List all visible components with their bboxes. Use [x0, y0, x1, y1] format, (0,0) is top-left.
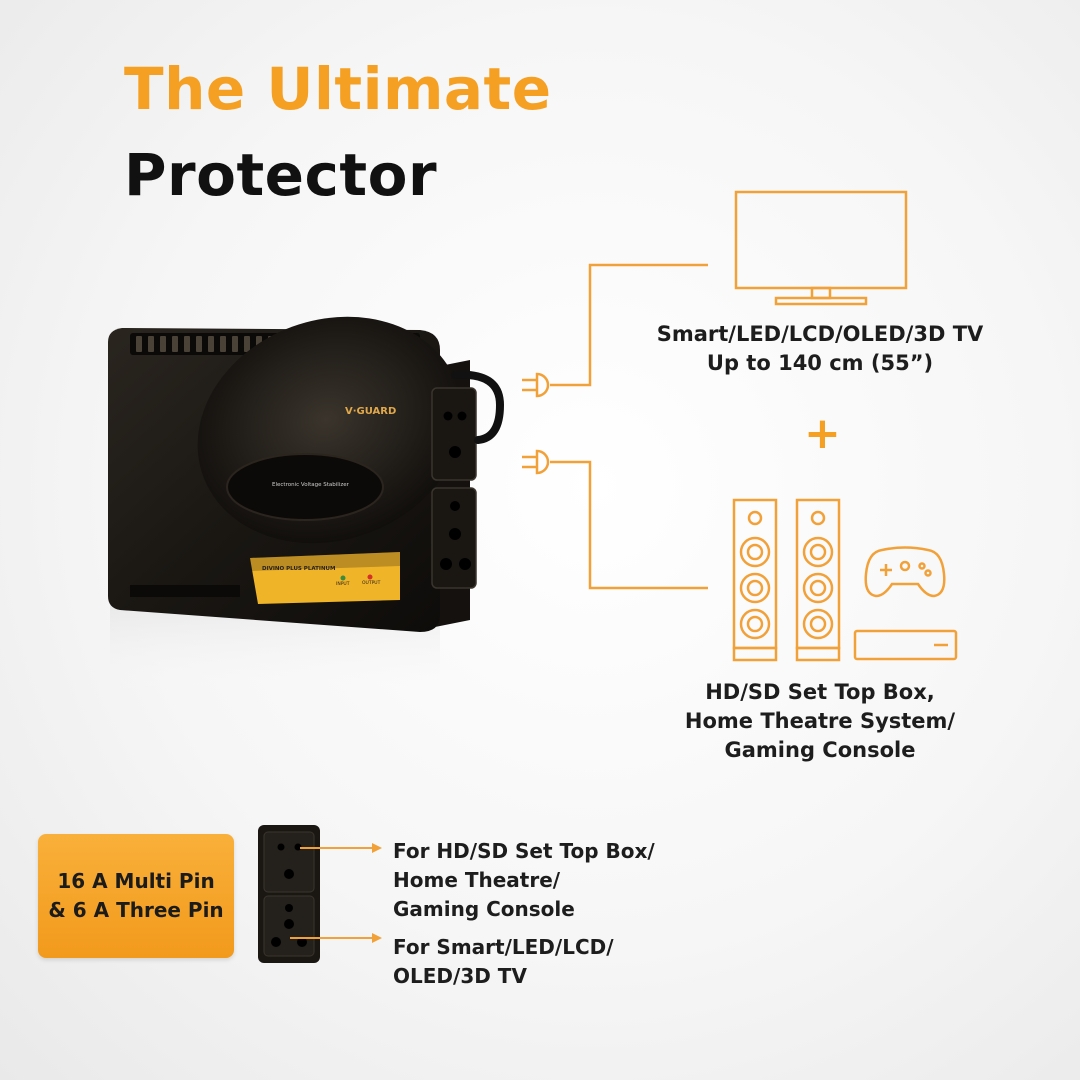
legend-arrow-bottom [290, 933, 382, 943]
tv-caption-line-2: Up to 140 cm (55”) [706, 351, 934, 375]
vent-slot [220, 336, 226, 352]
vent-slot [184, 336, 190, 352]
side-socket-top [431, 387, 477, 481]
connector-lines [550, 263, 708, 590]
legend-bottom-line-1: For Smart/LED/LCD/ [393, 935, 614, 959]
badge-line-1: 16 A Multi Pin [57, 869, 215, 893]
legend-arrow-top [300, 843, 382, 853]
badge-line-2: & 6 A Three Pin [48, 898, 224, 922]
av-caption-line-3: Gaming Console [724, 738, 916, 762]
socket-icon [258, 825, 320, 963]
tv-caption: Smart/LED/LCD/OLED/3D TV Up to 140 cm (5… [640, 320, 1000, 378]
plus-icon: + [804, 408, 841, 459]
legend-top-line-2: Home Theatre/ [393, 868, 561, 892]
vent-slot [160, 336, 166, 352]
legend-top-line-1: For HD/SD Set Top Box/ [393, 839, 655, 863]
vent-slot [208, 336, 214, 352]
av-caption-line-1: HD/SD Set Top Box, [705, 680, 935, 704]
speaker-icon [795, 498, 841, 662]
vent-slot [196, 336, 202, 352]
socket-rating-badge: 16 A Multi Pin & 6 A Three Pin [38, 834, 234, 958]
vent-slot [148, 336, 154, 352]
legend-bottom-line-2: OLED/3D TV [393, 964, 527, 988]
av-caption-line-2: Home Theatre System/ [684, 709, 956, 733]
vent-slot [172, 336, 178, 352]
tv-caption-line-1: Smart/LED/LCD/OLED/3D TV [656, 322, 984, 346]
indicator-output: OUTPUT [362, 580, 381, 586]
panel-text: Electronic Voltage Stabilizer [272, 482, 350, 488]
plug-icon [522, 372, 550, 398]
brand-logo: V·GUARD [345, 406, 396, 417]
plug-icon [522, 449, 550, 475]
legend-bottom: For Smart/LED/LCD/ OLED/3D TV [393, 933, 614, 991]
tv-icon [734, 190, 908, 306]
gamepad-icon [864, 546, 946, 598]
legend-top-line-3: Gaming Console [393, 897, 575, 921]
title-line-1: The Ultimate [124, 55, 552, 123]
legend-top: For HD/SD Set Top Box/ Home Theatre/ Gam… [393, 837, 655, 924]
vent-slot [136, 336, 142, 352]
model-text: DIVINO PLUS PLATINUM [262, 566, 336, 572]
set-top-box-icon [853, 629, 958, 661]
av-caption: HD/SD Set Top Box, Home Theatre System/ … [660, 678, 980, 765]
title-line-2: Protector [124, 141, 438, 209]
vent-slot [232, 336, 238, 352]
vent-slot [244, 336, 250, 352]
indicator-input: INPUT [336, 581, 350, 587]
stabilizer-device: V·GUARD Electronic Voltage Stabilizer DI… [108, 316, 505, 700]
speaker-icon [732, 498, 778, 662]
